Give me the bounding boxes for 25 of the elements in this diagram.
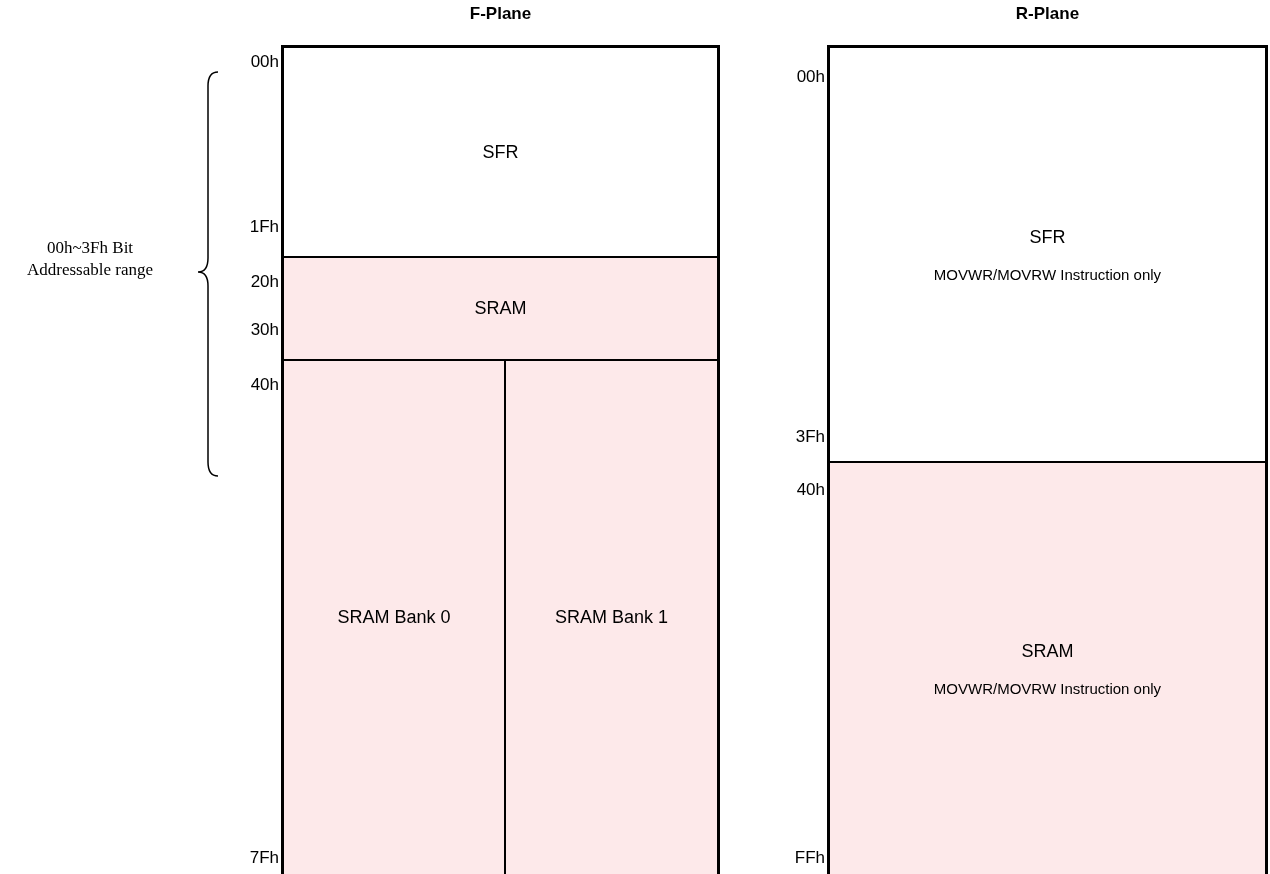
region-label: SRAM Bank 1 (554, 606, 668, 630)
region-note: MOVWR/MOVRW Instruction only (933, 678, 1162, 699)
memory-region (284, 359, 504, 874)
address-label: 00h (250, 52, 279, 72)
bracket-label: 00h~3Fh Bit Addressable range (26, 237, 154, 282)
region-label: SRAM Bank 0 (337, 606, 451, 630)
region-note: MOVWR/MOVRW Instruction only (933, 264, 1162, 285)
address-label: 40h (796, 480, 825, 500)
region-label: SFR (1029, 225, 1066, 249)
region-label: SFR (482, 140, 519, 164)
address-label: 1Fh (249, 217, 279, 237)
plane-title: F-Plane (468, 4, 533, 24)
address-label: 30h (250, 320, 279, 340)
region-label: SRAM (1021, 639, 1074, 663)
address-label: 3Fh (795, 427, 825, 447)
address-label: 40h (250, 375, 279, 395)
region-label: SRAM (474, 297, 527, 321)
address-label: 7Fh (249, 848, 279, 868)
address-label: 20h (250, 272, 279, 292)
plane-title: R-Plane (1014, 4, 1081, 24)
address-label: 00h (796, 67, 825, 87)
memory-region (504, 359, 717, 874)
address-label: FFh (794, 848, 825, 868)
memory-region (284, 256, 717, 359)
memory-region (830, 461, 1265, 874)
